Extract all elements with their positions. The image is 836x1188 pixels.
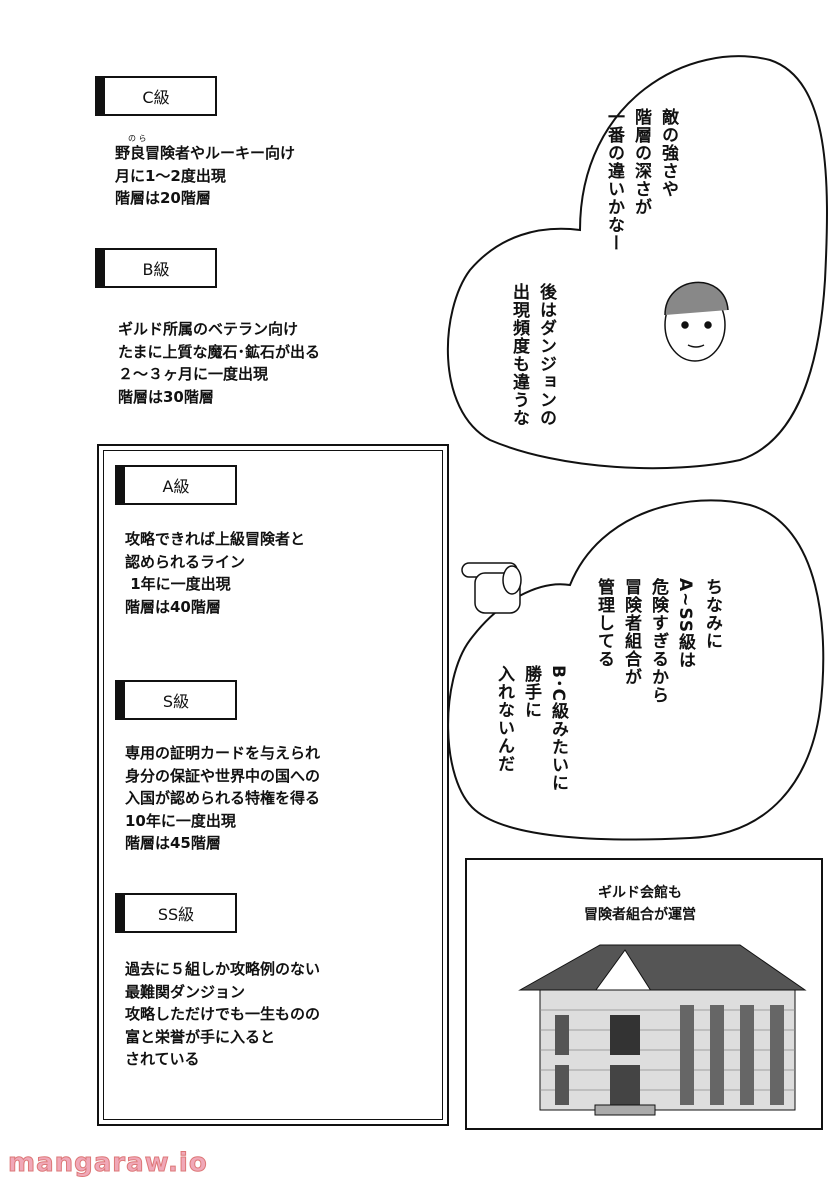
managed-ranks-panel <box>97 444 449 1126</box>
bubble-2-text-1: ちなみに A~SS級は 危険すぎるから 冒険者組合が 管理してる <box>594 578 722 704</box>
guild-hall-caption: ギルド会館も 冒険者組合が運営 <box>584 885 696 923</box>
rank-label-ss: SS級 <box>115 893 237 933</box>
ruby-annotation: の ら <box>128 134 147 143</box>
rank-label-b: B級 <box>95 248 217 288</box>
guild-hall-panel <box>465 858 823 1130</box>
speech-bubble-2 <box>447 499 825 841</box>
rank-label-text: A級 <box>162 477 190 496</box>
rank-description-c: 野良冒険者やルーキー向け 月に1～2度出現 階層は20階層 <box>115 144 296 207</box>
bubble-2-text-2: B･C級みたいに 勝手に 入れないんだ <box>494 665 568 792</box>
rank-label-text: C級 <box>142 88 170 107</box>
rank-label-text: S級 <box>162 692 190 711</box>
rank-label-s: S級 <box>115 680 237 720</box>
pointing-hand-icon <box>461 562 522 614</box>
watermark: mangaraw.io <box>8 1148 208 1179</box>
bubble-1-text-1: 敵の強さや 階層の深さが 一番の違いかなー <box>604 108 678 252</box>
rank-label-text: SS級 <box>157 905 195 924</box>
rank-description-b: ギルド所属のベテラン向け たまに上質な魔石･鉱石が出る ２～３ヶ月に一度出現 階… <box>118 320 321 406</box>
rank-description-a: 攻略できれば上級冒険者と 認められるライン 1年に一度出現 階層は40階層 <box>125 530 306 616</box>
rank-description-ss: 過去に５組しか攻略例のない 最難関ダンジョン 攻略しただけでも一生ものの 富と栄… <box>125 960 321 1068</box>
rank-label-c: C級 <box>95 76 217 116</box>
bubble-1-text-2: 後はダンジョンの 出現頻度も違うな <box>509 283 556 427</box>
rank-description-s: 専用の証明カードを与えられ 身分の保証や世界中の国への 入国が認められる特権を得… <box>125 744 321 852</box>
character-face <box>664 281 729 362</box>
rank-label-a: A級 <box>115 465 237 505</box>
rank-label-text: B級 <box>142 260 170 279</box>
speech-bubble-1 <box>446 55 828 470</box>
guild-hall-illustration <box>518 944 807 1116</box>
